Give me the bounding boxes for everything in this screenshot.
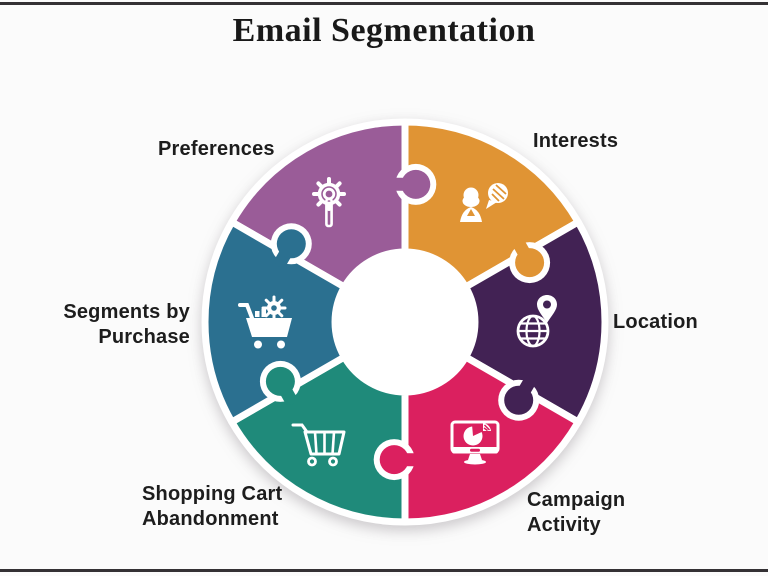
puzzle-knob: [515, 248, 545, 278]
wrench-shaft: [325, 197, 333, 228]
person-head: [463, 187, 479, 203]
globe-pin-icon: [516, 295, 557, 348]
shopping-cart-icon: [291, 423, 346, 467]
globe-parallels: [518, 322, 548, 340]
monitor-stand: [468, 454, 482, 460]
cart-basket-stripes: [313, 431, 336, 455]
gear-hole: [271, 305, 277, 311]
person-collar: [467, 209, 475, 216]
label-location: Location: [613, 311, 698, 333]
cart-gear-icon: [238, 295, 292, 349]
gear-wrench-icon: [312, 177, 346, 228]
puzzle-knob: [379, 445, 409, 475]
puzzle-knob: [265, 366, 295, 396]
center-hole: [332, 249, 478, 395]
puzzle-knob: [401, 169, 431, 199]
puzzle-knobs: [259, 163, 551, 481]
pie-chart-cut: [472, 425, 483, 436]
label-shopping-cart-abandonment: Shopping Cart Abandonment: [142, 483, 283, 530]
cart-handle: [238, 303, 254, 320]
puzzle-knob: [504, 385, 534, 415]
puzzle-knob: [276, 229, 306, 259]
person-chat-icon: [460, 183, 508, 222]
cart-basket: [246, 318, 292, 337]
cart-wheel: [254, 340, 262, 349]
monitor-led: [470, 448, 480, 452]
gear-ring: [317, 182, 341, 206]
label-interests: Interests: [533, 130, 619, 152]
pie-slice-hatch: [483, 424, 491, 432]
speech-bubble-hatch: [491, 184, 507, 202]
location-pin-hole: [543, 300, 551, 309]
cart-wheel: [328, 456, 338, 467]
monitor-pie-icon: [450, 420, 500, 465]
label-preferences: Preferences: [158, 138, 275, 160]
cart-item: [255, 311, 260, 317]
page-title: Email Segmentation: [232, 12, 536, 49]
top-border-line: [0, 2, 768, 5]
cart-basket: [303, 430, 346, 456]
cart-handle: [291, 423, 309, 434]
monitor-base: [464, 459, 486, 465]
label-campaign-activity: Campaign Activity: [527, 489, 626, 536]
location-pin: [537, 295, 557, 323]
cart-wheel: [277, 340, 285, 349]
cart-item: [261, 309, 266, 317]
label-segments-by-purchase: Segments by Purchase: [63, 301, 190, 348]
gear-teeth: [261, 295, 287, 320]
cart-wheel: [307, 456, 317, 467]
bottom-border-line: [0, 569, 768, 572]
